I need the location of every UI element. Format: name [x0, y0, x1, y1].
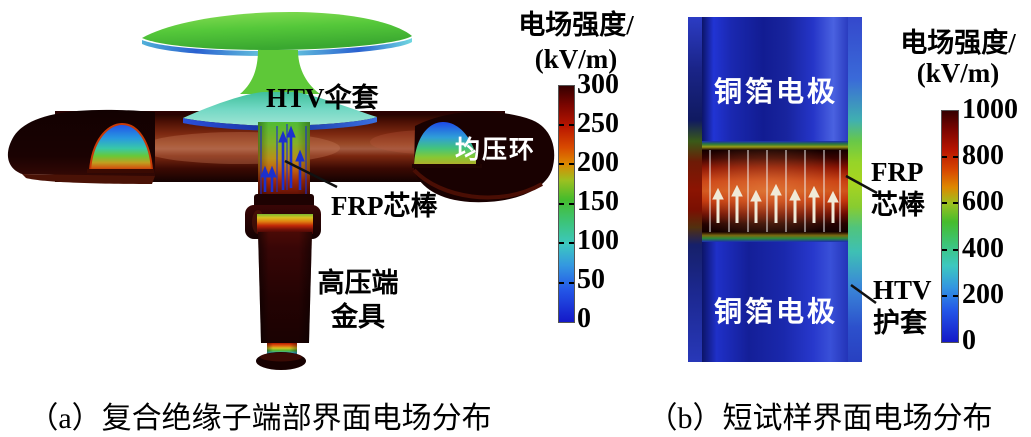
- colorbar-b-tick: [953, 295, 958, 297]
- colorbar-b-tick: [942, 249, 947, 251]
- colorbar-a-ticklabel: 200: [577, 147, 619, 178]
- colorbar-a-ticklabel: 100: [577, 225, 619, 256]
- caption-panel-b: （b）短试样界面电场分布: [647, 402, 993, 435]
- colorbar-b-tick: [953, 156, 958, 158]
- colorbar-a-ticklabel: 150: [577, 186, 619, 217]
- label-htv-sleeve-line2: 护套: [873, 308, 927, 338]
- panel-a-render: [7, 12, 555, 370]
- colorbar-a-ticklabel: 0: [577, 303, 591, 334]
- colorbar-b-ticklabel: 800: [962, 140, 1004, 171]
- colorbar-a-tick: [559, 203, 564, 205]
- right-ring-cutaway-dome: [412, 122, 482, 168]
- label-htv-sleeve-line1: HTV: [873, 275, 932, 305]
- colorbar-b-ticklabel: 200: [962, 279, 1004, 310]
- colorbar-a-tick: [569, 203, 574, 205]
- colorbar-b-tick: [942, 202, 947, 204]
- colorbar-a-tick: [559, 242, 564, 244]
- label-htv-sleeve: HTV 护套: [873, 274, 932, 340]
- panel-b-render: [688, 17, 862, 362]
- colorbar-a-tick: [569, 163, 574, 165]
- colorbar-a-tick: [569, 242, 574, 244]
- left-ring-cutaway-dome: [87, 122, 154, 173]
- colorbar-b-title-line2: (kV/m): [916, 58, 1000, 88]
- label-copper-electrode-top: 铜箔电极: [713, 77, 838, 108]
- label-hv-fitting: 高压端 金具: [306, 266, 410, 334]
- label-frp-rod-b-line2: 芯棒: [871, 190, 925, 220]
- colorbar-b-ticklabel: 1000: [962, 94, 1018, 125]
- colorbar-b-ticklabel: 400: [962, 233, 1004, 264]
- colorbar-a-ticklabel: 250: [577, 108, 619, 139]
- colorbar-a-ticklabel: 50: [577, 264, 605, 295]
- colorbar-b-tick: [953, 202, 958, 204]
- colorbar-a: [558, 85, 575, 323]
- colorbar-b-tick: [953, 249, 958, 251]
- colorbar-a-ticklabel: 300: [577, 69, 619, 100]
- colorbar-b-title-line1: 电场强度/: [900, 28, 1016, 58]
- label-frp-rod-a: FRP芯棒: [331, 191, 438, 221]
- colorbar-a-title-line2: (kV/m): [534, 44, 618, 74]
- label-frp-rod-b-line1: FRP: [871, 157, 924, 187]
- field-arrows-b: [712, 183, 839, 223]
- label-hv-fitting-line1: 高压端: [317, 268, 399, 298]
- colorbar-a-tick: [559, 282, 564, 284]
- colorbar-a-tick: [559, 163, 564, 165]
- label-htv-shed: HTV伞套: [266, 83, 379, 113]
- hv-end-fitting: [245, 194, 321, 370]
- frp-interface-band: [702, 150, 848, 232]
- colorbar-b-tick: [942, 295, 947, 297]
- colorbar-b-ticklabel: 0: [962, 325, 976, 356]
- copper-electrode-bottom-region: [702, 232, 848, 362]
- second-shed: [183, 92, 377, 131]
- colorbar-b: [941, 110, 959, 343]
- label-hv-fitting-line2: 金具: [331, 302, 385, 332]
- colorbar-a-tick: [569, 124, 574, 126]
- label-copper-electrode-bottom: 铜箔电极: [713, 297, 838, 328]
- top-shed: [142, 12, 412, 94]
- label-frp-rod-b: FRP 芯棒: [871, 156, 925, 222]
- colorbar-a-title-line1: 电场强度/: [518, 10, 634, 40]
- colorbar-b-tick: [942, 156, 947, 158]
- colorbar-a-tick: [569, 282, 574, 284]
- colorbar-b-ticklabel: 600: [962, 186, 1004, 217]
- caption-panel-a: （a）复合绝缘子端部界面电场分布: [28, 402, 492, 435]
- colorbar-a-tick: [559, 124, 564, 126]
- label-grading-ring: 均压环: [455, 137, 537, 164]
- copper-electrode-top-region: [702, 17, 848, 150]
